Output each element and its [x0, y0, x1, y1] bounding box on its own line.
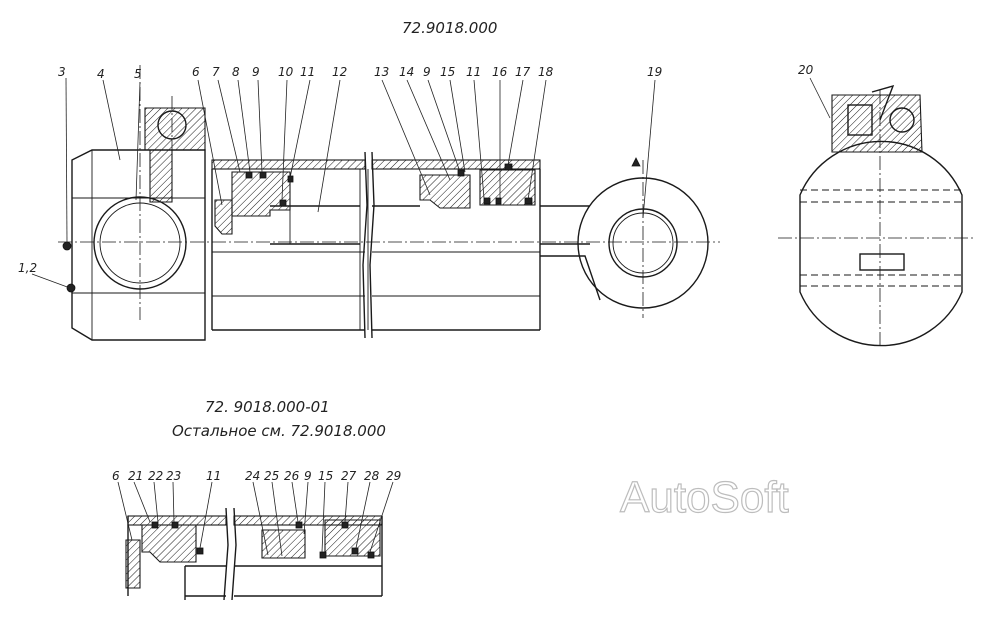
callout-label: 25	[264, 469, 279, 483]
callout-label: 24	[245, 469, 260, 483]
callout-label: 4	[97, 67, 105, 81]
variant-title: 72. 9018.000-01	[205, 398, 330, 416]
callout-label-side: 20	[798, 63, 814, 77]
callout-label: 23	[166, 469, 181, 483]
callout-label: 5	[134, 67, 142, 81]
callout-label: 11	[466, 65, 481, 79]
callouts-main: 3 4 5 6 7 8 9 10 11 12 13 14 9 15 11 16 …	[18, 63, 814, 275]
callout-label: 15	[440, 65, 455, 79]
callout-label: 21	[128, 469, 143, 483]
callout-label: 10	[278, 65, 294, 79]
cylinder-side-view	[778, 84, 975, 347]
leader-lines	[31, 77, 831, 557]
callout-label: 11	[300, 65, 315, 79]
cylinder-main-view	[58, 65, 720, 341]
watermark: AutoSoft	[620, 473, 789, 522]
callout-label: 19	[647, 65, 662, 79]
callout-label: 12	[332, 65, 347, 79]
callout-label: 8	[232, 65, 240, 79]
callout-label: 7	[212, 65, 220, 79]
callout-label: 15	[318, 469, 333, 483]
callout-label: 18	[538, 65, 554, 79]
callout-label: 17	[515, 65, 531, 79]
callout-label: 14	[399, 65, 414, 79]
callout-label: 16	[492, 65, 508, 79]
callout-label: 13	[374, 65, 389, 79]
callout-label: 3	[58, 65, 66, 79]
callout-label: 6	[192, 65, 200, 79]
callout-label: 22	[148, 469, 163, 483]
callout-label: 9	[252, 65, 260, 79]
callout-label: 11	[206, 469, 221, 483]
main-title: 72.9018.000	[402, 19, 497, 37]
callout-label: 6	[112, 469, 120, 483]
callout-label: 26	[284, 469, 300, 483]
callouts-variant: 6 21 22 23 11 24 25 26 9 15 27 28 29	[112, 469, 401, 483]
callout-label: 27	[341, 469, 357, 483]
callout-label-left: 1,2	[18, 261, 37, 275]
callout-label: 9	[304, 469, 312, 483]
callout-label: 9	[423, 65, 431, 79]
callout-label: 28	[364, 469, 380, 483]
variant-note: Остальное см. 72.9018.000	[172, 422, 386, 440]
variant-section	[125, 507, 383, 601]
callout-label: 29	[386, 469, 401, 483]
